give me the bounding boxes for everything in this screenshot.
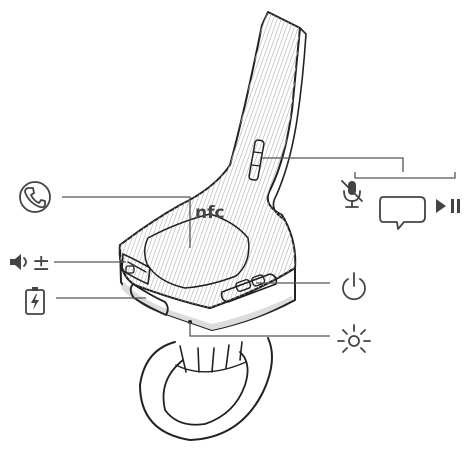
texture-line (8, 0, 128, 340)
texture-line (300, 0, 420, 340)
texture-line (0, 0, 120, 340)
texture-line (0, 0, 56, 340)
texture-line (0, 0, 8, 340)
speech-bubble-icon (380, 197, 425, 229)
texture-line (344, 0, 464, 340)
texture-line (0, 0, 104, 340)
texture-line (0, 0, 60, 340)
texture-line (376, 0, 473, 340)
texture-line (0, 0, 80, 340)
texture-line (352, 0, 472, 340)
texture-line (0, 0, 16, 340)
texture-line (0, 0, 12, 340)
ear-loop (140, 338, 272, 440)
power-icon (343, 273, 365, 299)
texture-line (216, 0, 336, 340)
nfc-label: nfc (195, 203, 225, 223)
texture-line (340, 0, 460, 340)
microphone-muted-icon (342, 181, 362, 207)
texture-line (0, 0, 32, 340)
texture-line (224, 0, 344, 340)
texture-line (0, 0, 92, 340)
texture-line (360, 0, 473, 340)
battery-charging-icon (26, 287, 44, 314)
texture-line (312, 0, 432, 340)
texture-line (0, 0, 116, 340)
texture-line (320, 0, 440, 340)
texture-line (0, 0, 84, 340)
texture-line (0, 0, 24, 340)
texture-line (364, 0, 473, 340)
texture-line (0, 0, 112, 340)
texture-line (0, 0, 100, 340)
texture-line (0, 0, 108, 340)
phone-icon (20, 182, 50, 212)
texture-line (308, 0, 428, 340)
texture-line (292, 0, 412, 340)
texture-line (180, 0, 300, 340)
texture-line (36, 0, 156, 340)
play-pause-icon (436, 199, 460, 213)
texture-line (0, 0, 88, 340)
texture-line (296, 0, 416, 340)
texture-line (0, 0, 28, 340)
texture-line (372, 0, 473, 340)
texture-line (316, 0, 436, 340)
light-indicator-icon (338, 325, 370, 352)
texture-line (0, 0, 96, 340)
texture-line (356, 0, 473, 340)
texture-line (0, 0, 4, 340)
texture-line (348, 0, 468, 340)
texture-line (288, 0, 408, 340)
texture-line (0, 0, 36, 340)
texture-line (336, 0, 456, 340)
texture-line (284, 0, 404, 340)
texture-line (32, 0, 152, 340)
texture-line (0, 0, 48, 340)
texture-line (220, 0, 340, 340)
texture-line (328, 0, 448, 340)
texture-line (0, 0, 52, 340)
texture-line (332, 0, 452, 340)
volume-plus-minus: ± (32, 251, 50, 276)
texture-line (0, 0, 20, 340)
texture-line (164, 0, 284, 340)
texture-line (304, 0, 424, 340)
texture-line (12, 0, 132, 340)
texture-line (324, 0, 444, 340)
texture-line (368, 0, 473, 340)
speaker-icon (10, 254, 26, 270)
texture-line (4, 0, 124, 340)
headset-body: nfc (0, 0, 473, 340)
